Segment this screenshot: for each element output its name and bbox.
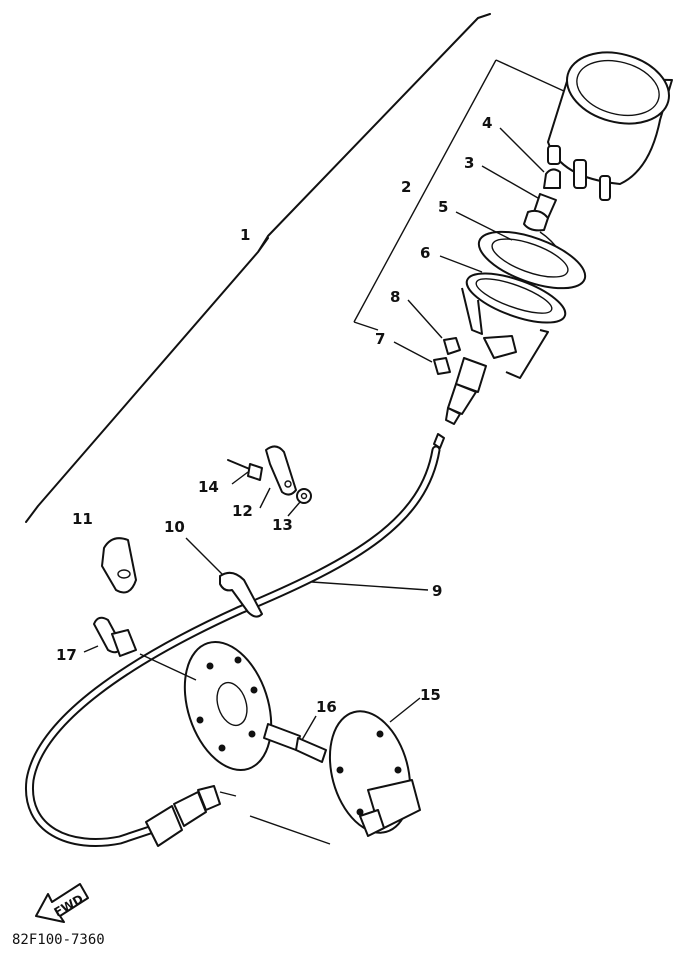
callout-1: 1 [240, 226, 250, 244]
nut-7 [433, 357, 451, 375]
callout-2: 2 [401, 178, 411, 196]
callout-6: 6 [420, 244, 430, 262]
callout-5: 5 [438, 198, 448, 216]
callout-16: 16 [316, 698, 337, 716]
callout-4: 4 [482, 114, 492, 132]
forward-arrow: FWD [35, 883, 89, 923]
callout-15: 15 [420, 686, 441, 704]
screw-14 [227, 459, 263, 481]
assembly-1-brace [25, 13, 491, 523]
speedometer-meter [547, 51, 673, 201]
drive-shaft-16 [263, 723, 327, 763]
callout-3: 3 [464, 154, 474, 172]
clamp-12 [265, 445, 297, 496]
washer-13 [296, 488, 312, 504]
speedometer-cable [25, 433, 445, 847]
callout-12: 12 [232, 502, 253, 520]
meter-bracket [461, 287, 549, 379]
callout-11: 11 [72, 510, 93, 528]
cable-upper-connector [445, 357, 487, 425]
callout-10: 10 [164, 518, 185, 536]
speedometer-gear-unit [328, 710, 421, 837]
cable-guide-11 [101, 537, 137, 594]
cable-lower-end [145, 785, 221, 847]
callout-7: 7 [375, 330, 385, 348]
bolt-17 [93, 616, 137, 657]
bulb [543, 168, 561, 189]
damper-ring-5 [477, 230, 587, 290]
assembly-2-bracket [353, 59, 567, 331]
callout-13: 13 [272, 516, 293, 534]
callout-9: 9 [432, 582, 442, 600]
callout-labels: 1 2 3 4 5 6 7 8 9 10 11 12 13 14 15 16 1… [56, 114, 492, 716]
leader-lines [83, 127, 545, 845]
callout-8: 8 [390, 288, 400, 306]
nut-8 [443, 337, 461, 355]
brake-disc [183, 641, 273, 771]
callout-14: 14 [198, 478, 219, 496]
cable-clamp [219, 571, 263, 618]
callout-17: 17 [56, 646, 77, 664]
drawing-code: 82F100-7360 [12, 932, 105, 948]
damper-ring-6 [465, 272, 567, 324]
